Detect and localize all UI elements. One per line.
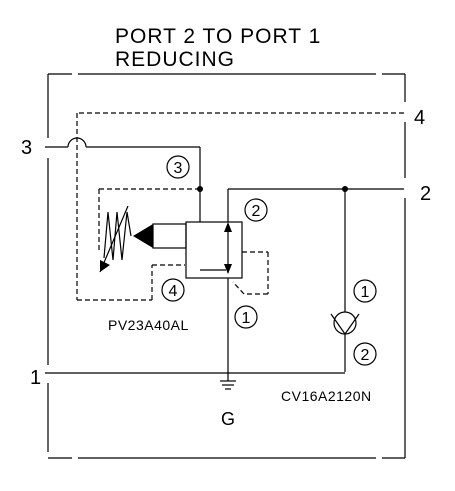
pilot-dash-line	[98, 188, 200, 252]
port-3-line	[45, 137, 201, 222]
check-port-marker-1: 1	[353, 279, 377, 303]
valve-spool-icon	[185, 221, 269, 295]
ground-icon	[220, 373, 236, 390]
reducing-port-marker-1: 1	[234, 305, 258, 329]
title-line-1: PORT 2 TO PORT 1	[115, 25, 321, 48]
gauge-label: G	[221, 409, 235, 429]
title-line-2: REDUCING	[115, 48, 235, 71]
port-2-line	[227, 188, 404, 222]
check-valve-model: CV16A2120N	[281, 388, 372, 404]
reducing-port-marker-2: 2	[244, 198, 268, 222]
check-port-marker-1-text: 1	[361, 284, 370, 301]
check-port-marker-2-text: 2	[361, 347, 370, 364]
port-3-label: 3	[21, 137, 32, 159]
reducing-port-marker-4: 4	[161, 278, 185, 302]
reducing-port-marker-2-text: 2	[252, 203, 261, 220]
spring-icon	[99, 205, 132, 273]
reducing-valve-model: PV23A40AL	[108, 317, 189, 333]
reducing-port-marker-3-text: 3	[174, 160, 183, 177]
port-2-label: 2	[420, 183, 431, 205]
check-port-marker-2: 2	[353, 342, 377, 366]
reducing-port-marker-1-text: 1	[242, 310, 251, 327]
port-1-label: 1	[30, 367, 41, 389]
solenoid-icon	[133, 223, 187, 249]
port-4-drain-line	[76, 112, 404, 301]
cavity-envelope	[47, 73, 406, 459]
reducing-port-marker-3: 3	[166, 155, 190, 179]
port-1-line	[45, 278, 345, 374]
port-4-label: 4	[414, 107, 425, 129]
check-valve-icon	[330, 311, 360, 335]
reducing-port-marker-4-text: 4	[169, 283, 178, 300]
